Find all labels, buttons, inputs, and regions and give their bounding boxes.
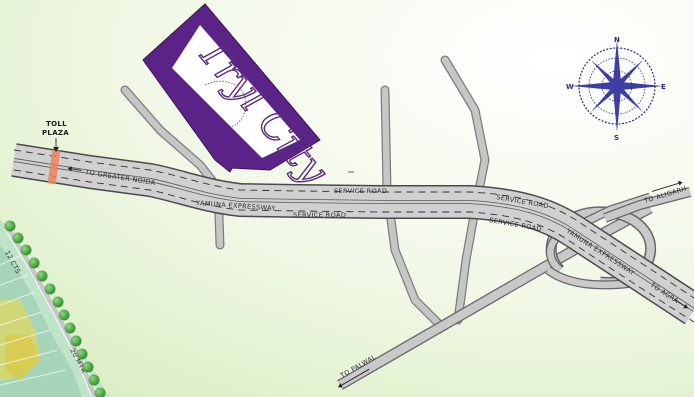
toll-label-line1: TOLL bbox=[46, 120, 67, 128]
tree-icon bbox=[76, 348, 88, 360]
tree-row bbox=[4, 220, 106, 397]
tree-icon bbox=[88, 374, 100, 386]
tree-icon bbox=[28, 257, 40, 269]
tree-icon bbox=[44, 283, 56, 295]
yamuna-expressway bbox=[11, 143, 694, 325]
tree-icon bbox=[64, 322, 76, 334]
tree-icon bbox=[52, 296, 64, 308]
toll-plaza: TOLL PLAZA bbox=[42, 120, 69, 185]
tree-icon bbox=[82, 361, 94, 373]
tree-icon bbox=[20, 244, 32, 256]
tree-icon bbox=[58, 309, 70, 321]
tree-icon bbox=[12, 232, 24, 244]
compass-rose-icon: N S E W bbox=[566, 36, 666, 142]
aligarh-road bbox=[603, 187, 692, 223]
service-road-label-north: SERVICE ROAD bbox=[334, 187, 387, 195]
tree-icon bbox=[94, 387, 106, 397]
compass-north: N bbox=[614, 36, 620, 44]
tree-icon bbox=[70, 335, 82, 347]
tree-icon bbox=[36, 270, 48, 282]
compass-south: S bbox=[614, 134, 619, 142]
service-road-label-south: SERVICE ROAD bbox=[293, 211, 346, 219]
compass-east: E bbox=[661, 83, 666, 91]
tree-icon bbox=[4, 220, 16, 232]
compass-west: W bbox=[566, 83, 574, 91]
toll-label-line2: PLAZA bbox=[42, 129, 69, 137]
